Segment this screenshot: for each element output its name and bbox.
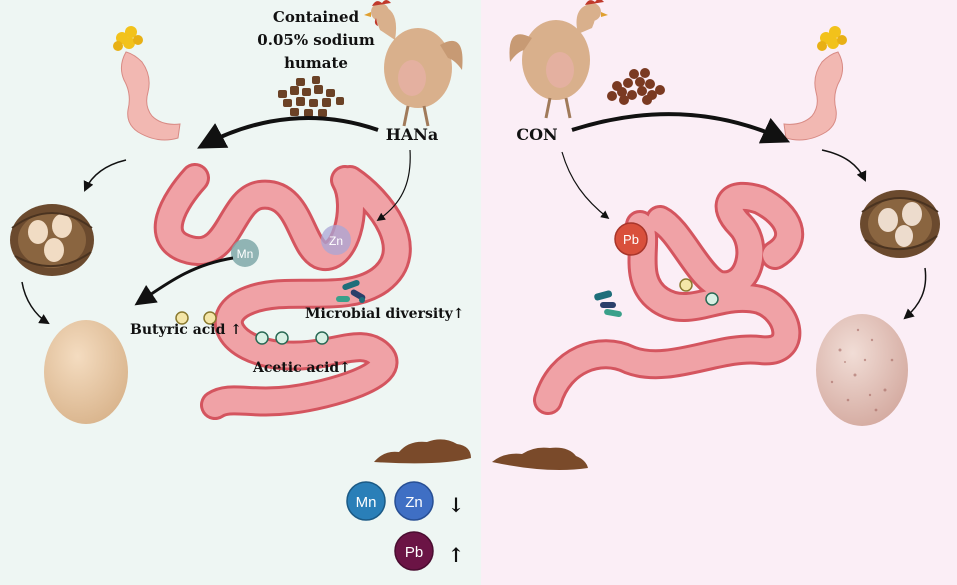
arrow-hana-to-oviduct <box>197 116 379 149</box>
gut-microbes-left <box>336 279 366 303</box>
acetic-acid-label: Acetic acid↑ <box>252 360 351 376</box>
oviduct-icon-left <box>113 26 181 141</box>
egg-left <box>44 320 128 424</box>
legend-down-arrow: ↓ <box>448 493 465 517</box>
mn-ion-in-gut: Mn <box>231 239 259 267</box>
butyric-dot-2 <box>203 311 217 325</box>
acetic-dot-1 <box>255 331 269 345</box>
acetic-dot-3 <box>315 331 329 345</box>
acetic-dot-2 <box>275 331 289 345</box>
caption-line-3: humate <box>284 54 348 72</box>
oviduct-icon-right <box>783 26 847 141</box>
svg-text:Mn: Mn <box>356 494 377 511</box>
svg-text:Zn: Zn <box>329 234 343 248</box>
legend-pb: Pb <box>394 531 434 571</box>
caption-line-1: Contained <box>273 8 360 26</box>
arrow-nest-to-egg <box>21 281 50 325</box>
arrow-con-to-oviduct <box>571 112 791 144</box>
egg-right <box>816 314 908 426</box>
hana-group-label: HANa <box>386 125 439 144</box>
arrow-con-to-gut <box>561 151 610 220</box>
caption-line-2: 0.05% sodium <box>257 31 375 49</box>
svg-text:Pb: Pb <box>623 232 639 247</box>
arrow-oviduct-to-nest-right <box>821 149 867 182</box>
hana-chicken-icon <box>364 0 463 127</box>
arrow-hana-to-gut <box>376 149 411 221</box>
arrow-oviduct-to-nest <box>83 159 127 192</box>
legend-mn: Mn <box>346 481 386 521</box>
nest-icon-left <box>10 204 94 276</box>
humate-feed-pellets <box>278 76 344 117</box>
svg-text:Zn: Zn <box>405 494 423 511</box>
legend-up-arrow: ↑ <box>448 543 465 567</box>
arrow-mn-to-butyric <box>134 256 234 306</box>
butyric-dot-1 <box>175 311 189 325</box>
control-feed-pellets <box>607 68 665 105</box>
svg-text:Mn: Mn <box>237 247 254 261</box>
butyric-dot-right <box>679 278 693 292</box>
svg-text:Pb: Pb <box>405 544 423 561</box>
nest-icon-right <box>860 190 940 258</box>
intestine-right <box>533 181 805 415</box>
con-group-label: CON <box>516 125 557 144</box>
feces-left <box>374 439 471 464</box>
con-chicken-icon <box>509 0 608 119</box>
butyric-acid-label: Butyric acid ↑ <box>130 322 242 338</box>
feces-right <box>492 447 588 470</box>
acetic-dot-right <box>705 292 719 306</box>
egg-right-speckles <box>830 328 894 412</box>
pb-ion-in-gut: Pb <box>614 222 648 256</box>
arrow-nest-to-egg-right <box>903 267 927 320</box>
zn-ion-in-gut: Zn <box>321 225 351 255</box>
legend-zn: Zn <box>394 481 434 521</box>
microbial-diversity-label: Microbial diversity↑ <box>305 306 464 322</box>
gut-microbes-right <box>594 290 622 318</box>
